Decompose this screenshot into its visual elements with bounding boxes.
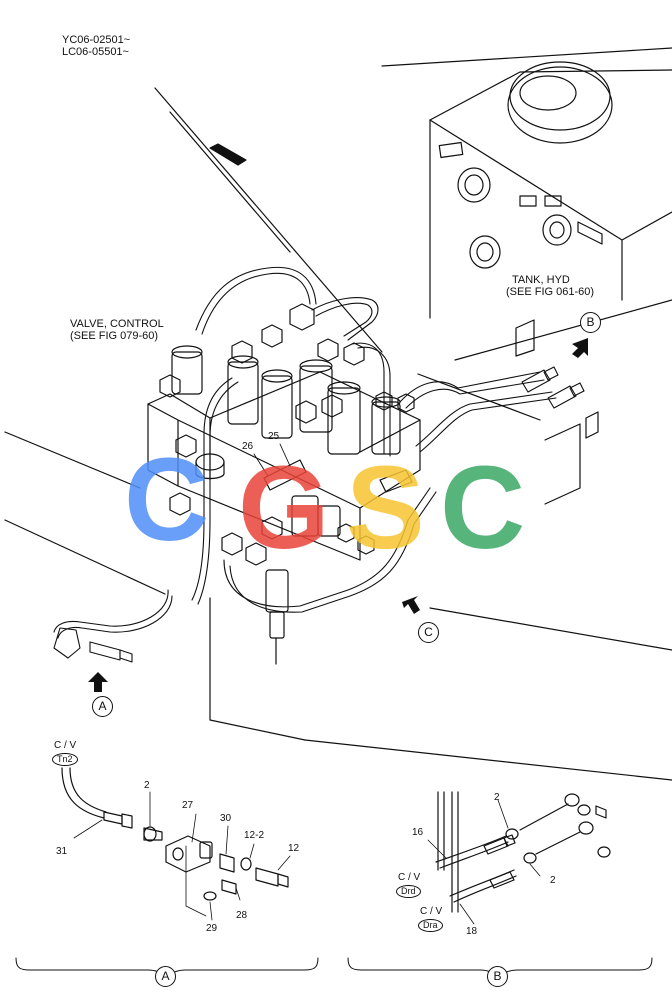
detail-a-drawing — [61, 767, 291, 921]
valve-control-ref: (SEE FIG 079-60) — [70, 330, 159, 342]
part-number-29: 29 — [206, 923, 218, 934]
detail-a-section-label: A — [155, 966, 176, 987]
view-ref-c: C — [418, 622, 439, 643]
part-number-18: 18 — [466, 926, 478, 937]
view-ref-b: B — [580, 312, 601, 333]
tank-hyd-ref: (SEE FIG 061-60) — [506, 286, 595, 298]
part-number-2-b1: 2 — [494, 792, 500, 803]
clamp-and-sleeve — [195, 443, 307, 491]
detail-a-cv-port: Tn2 — [52, 753, 78, 766]
detail-b-drawing — [427, 791, 611, 925]
view-ref-a: A — [92, 696, 113, 717]
watermark-letter-c1: C — [124, 434, 209, 566]
part-number-12: 12 — [288, 843, 300, 854]
detail-b-cv-label-1: C / V — [398, 872, 421, 883]
part-number-2-a: 2 — [144, 780, 150, 791]
view-arrows — [88, 338, 588, 692]
tank-hyd-label: TANK, HYD — [512, 274, 570, 286]
part-number-31: 31 — [56, 846, 68, 857]
detail-b-cv-label-2: C / V — [420, 906, 443, 917]
section-braces — [15, 957, 653, 979]
part-number-26: 26 — [242, 441, 254, 452]
detail-b-section-label: B — [487, 966, 508, 987]
serial-yc: YC06-02501~ — [62, 34, 131, 46]
part-number-25: 25 — [268, 431, 280, 442]
part-number-2-b2: 2 — [550, 875, 556, 886]
cgsc-watermark: C G S C — [124, 434, 525, 574]
part-number-30: 30 — [220, 813, 232, 824]
watermark-letter-g: G — [238, 442, 330, 574]
watermark-letter-s: S — [346, 442, 425, 574]
hoses — [53, 266, 585, 663]
machine-frame — [4, 87, 672, 781]
detail-b-cv-port-drd: Drd — [396, 885, 421, 898]
watermark-letter-c2: C — [440, 442, 525, 574]
hydraulic-tank — [381, 47, 672, 505]
part-number-16: 16 — [412, 827, 424, 838]
detail-a-cv-label: C / V — [54, 740, 77, 751]
part-number-27: 27 — [182, 800, 194, 811]
serial-lc: LC06-05501~ — [62, 46, 129, 58]
part-number-12-2: 12-2 — [244, 830, 265, 841]
part-number-28: 28 — [236, 910, 248, 921]
detail-b-cv-port-dra: Dra — [418, 919, 443, 932]
valve-control-label: VALVE, CONTROL — [70, 318, 164, 330]
